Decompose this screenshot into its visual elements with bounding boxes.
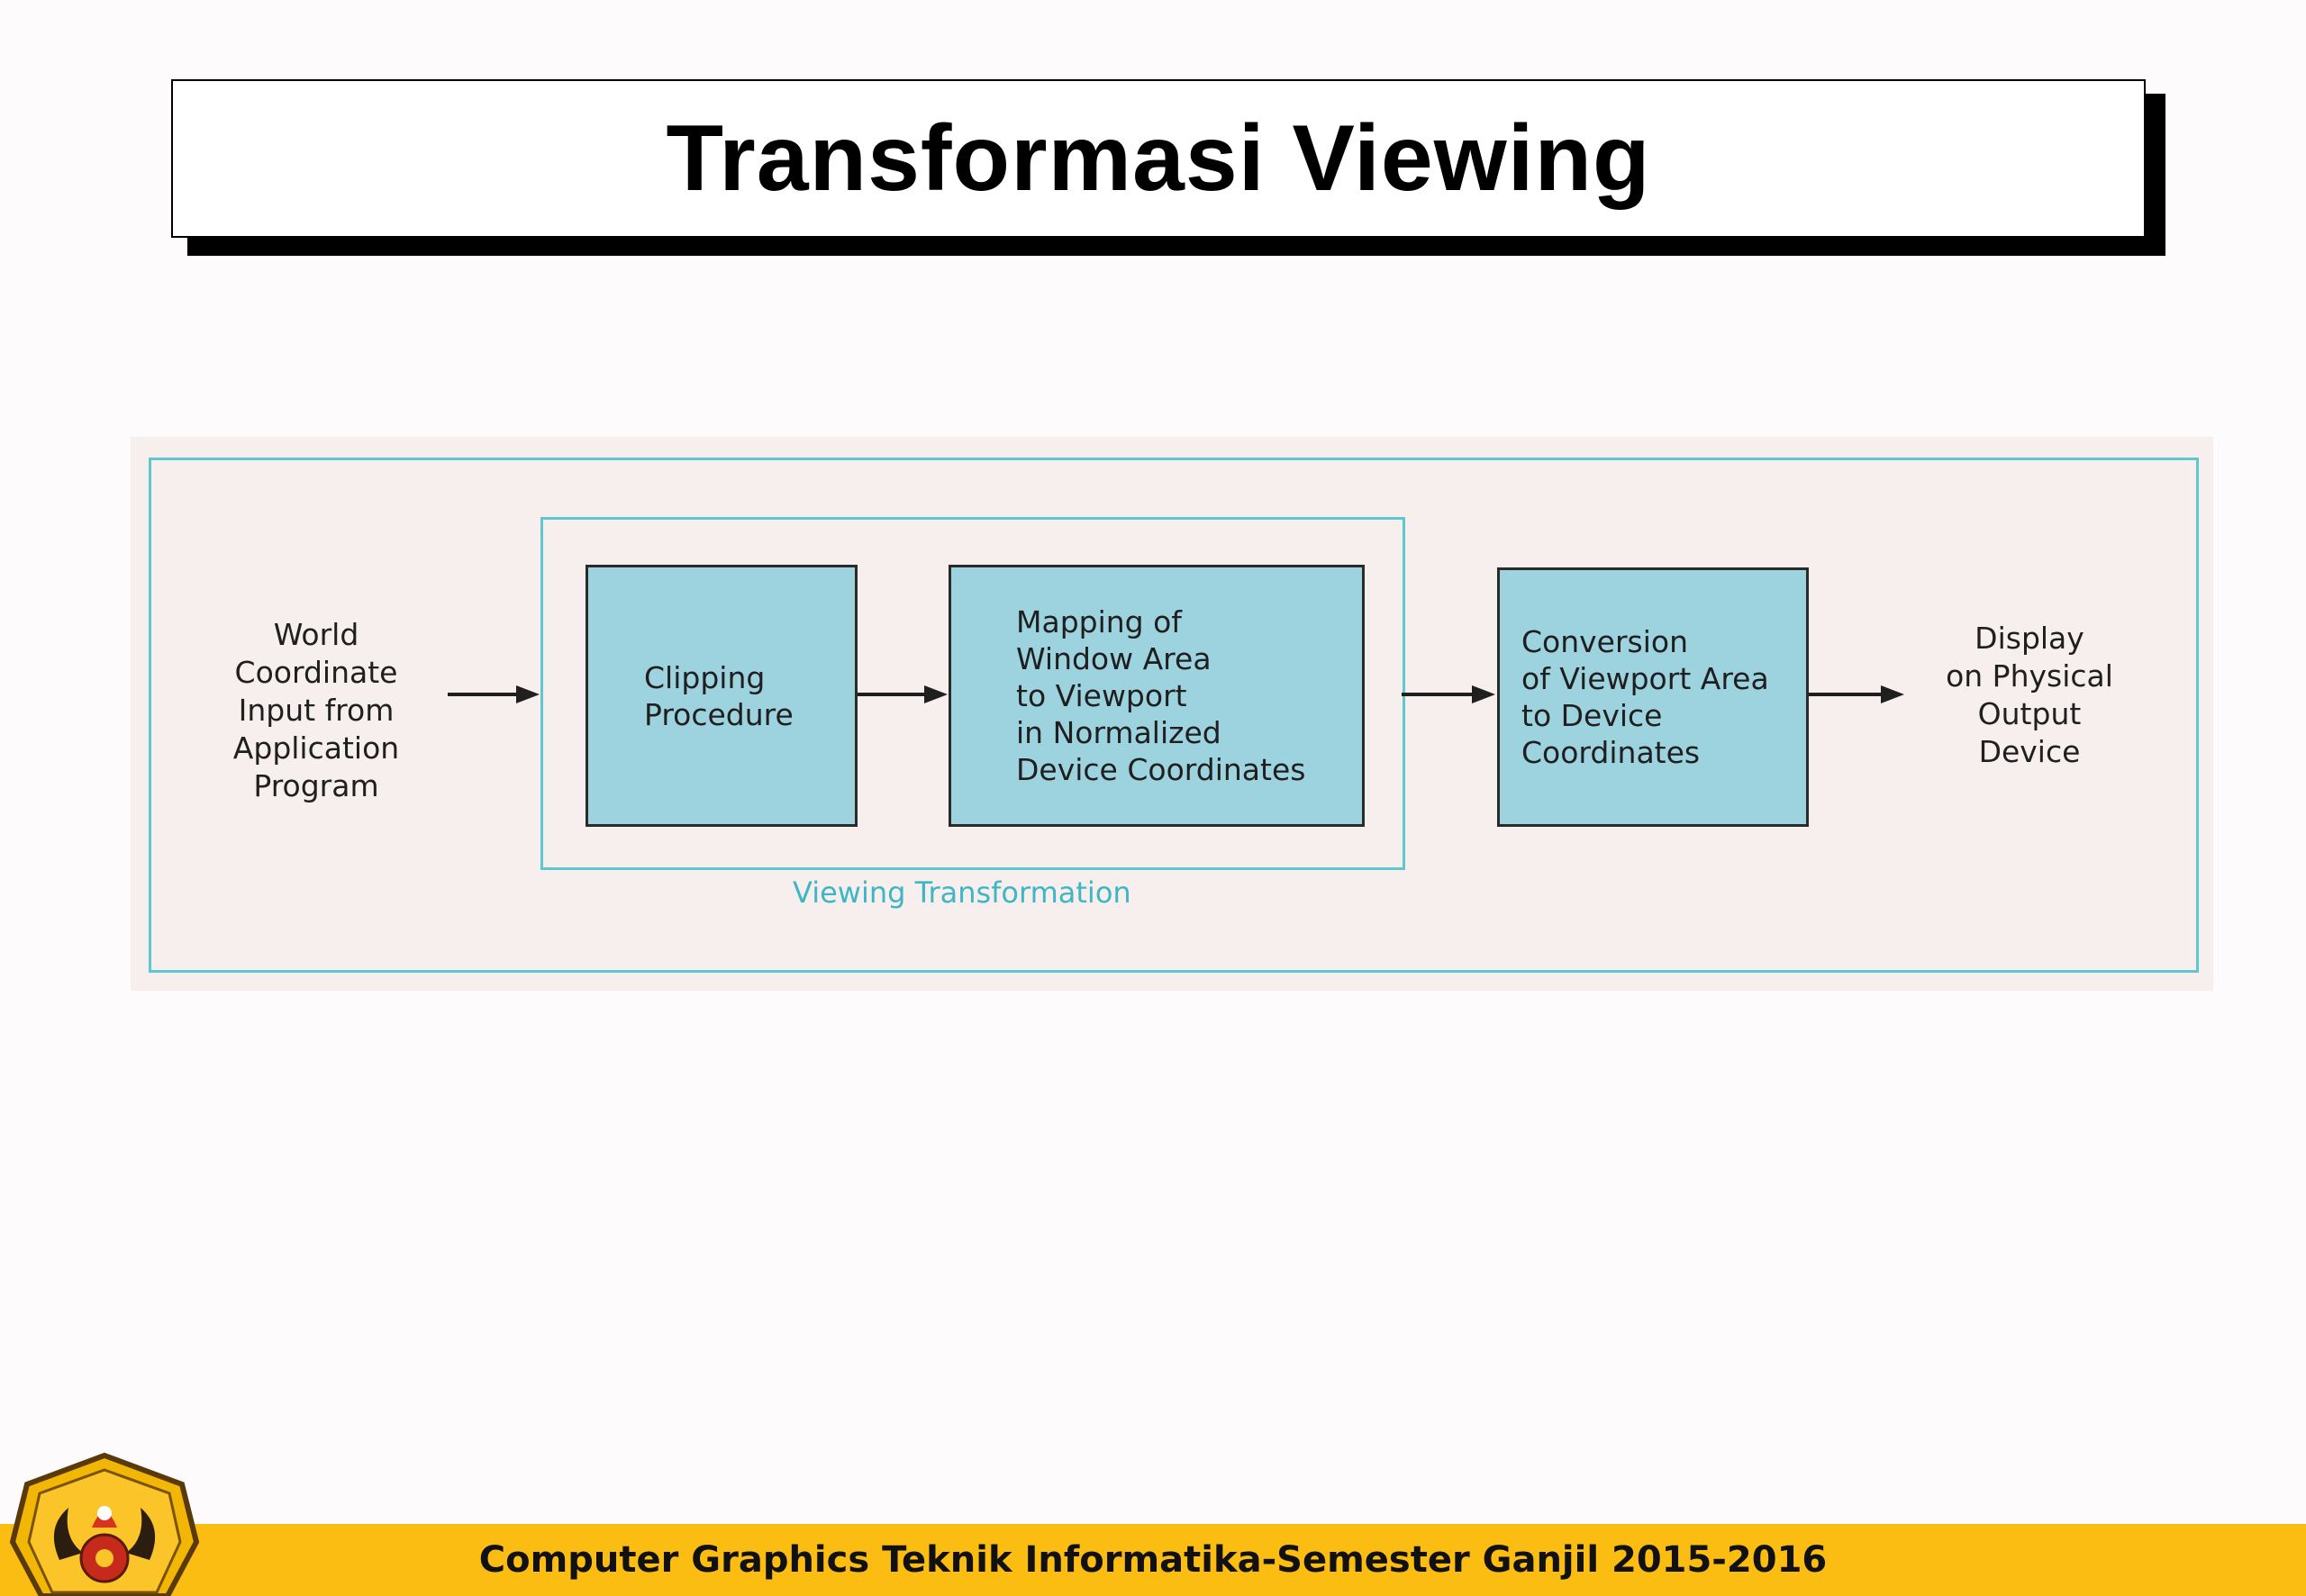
clipping-procedure-text: Clipping Procedure (644, 659, 794, 732)
viewing-transformation-caption: Viewing Transformation (793, 875, 1131, 910)
mapping-text: Mapping of Window Area to Viewport in No… (1016, 604, 1306, 787)
conversion-text: Conversion of Viewport Area to Device Co… (1521, 624, 1769, 770)
output-label: Display on Physical Output Device (1946, 621, 2113, 769)
arrow-clipping-to-mapping (858, 685, 948, 703)
conversion-block: Conversion of Viewport Area to Device Co… (1497, 567, 1809, 827)
diagram-outer-frame (149, 458, 2199, 973)
footer-bar: Computer Graphics Teknik Informatika-Sem… (0, 1524, 2306, 1596)
footer-text: Computer Graphics Teknik Informatika-Sem… (478, 1539, 1828, 1581)
arrow-mapping-to-conversion (1402, 685, 1495, 703)
clipping-procedure-block: Clipping Procedure (586, 565, 858, 827)
arrow-conversion-to-output (1809, 685, 1904, 703)
page-title: Transformasi Viewing (666, 105, 1651, 211)
university-logo-icon (9, 1452, 200, 1596)
title-box: Transformasi Viewing (171, 79, 2146, 238)
mapping-block: Mapping of Window Area to Viewport in No… (949, 565, 1365, 827)
input-label: World Coordinate Input from Application … (232, 617, 400, 803)
arrow-input-to-clipping (448, 685, 540, 703)
